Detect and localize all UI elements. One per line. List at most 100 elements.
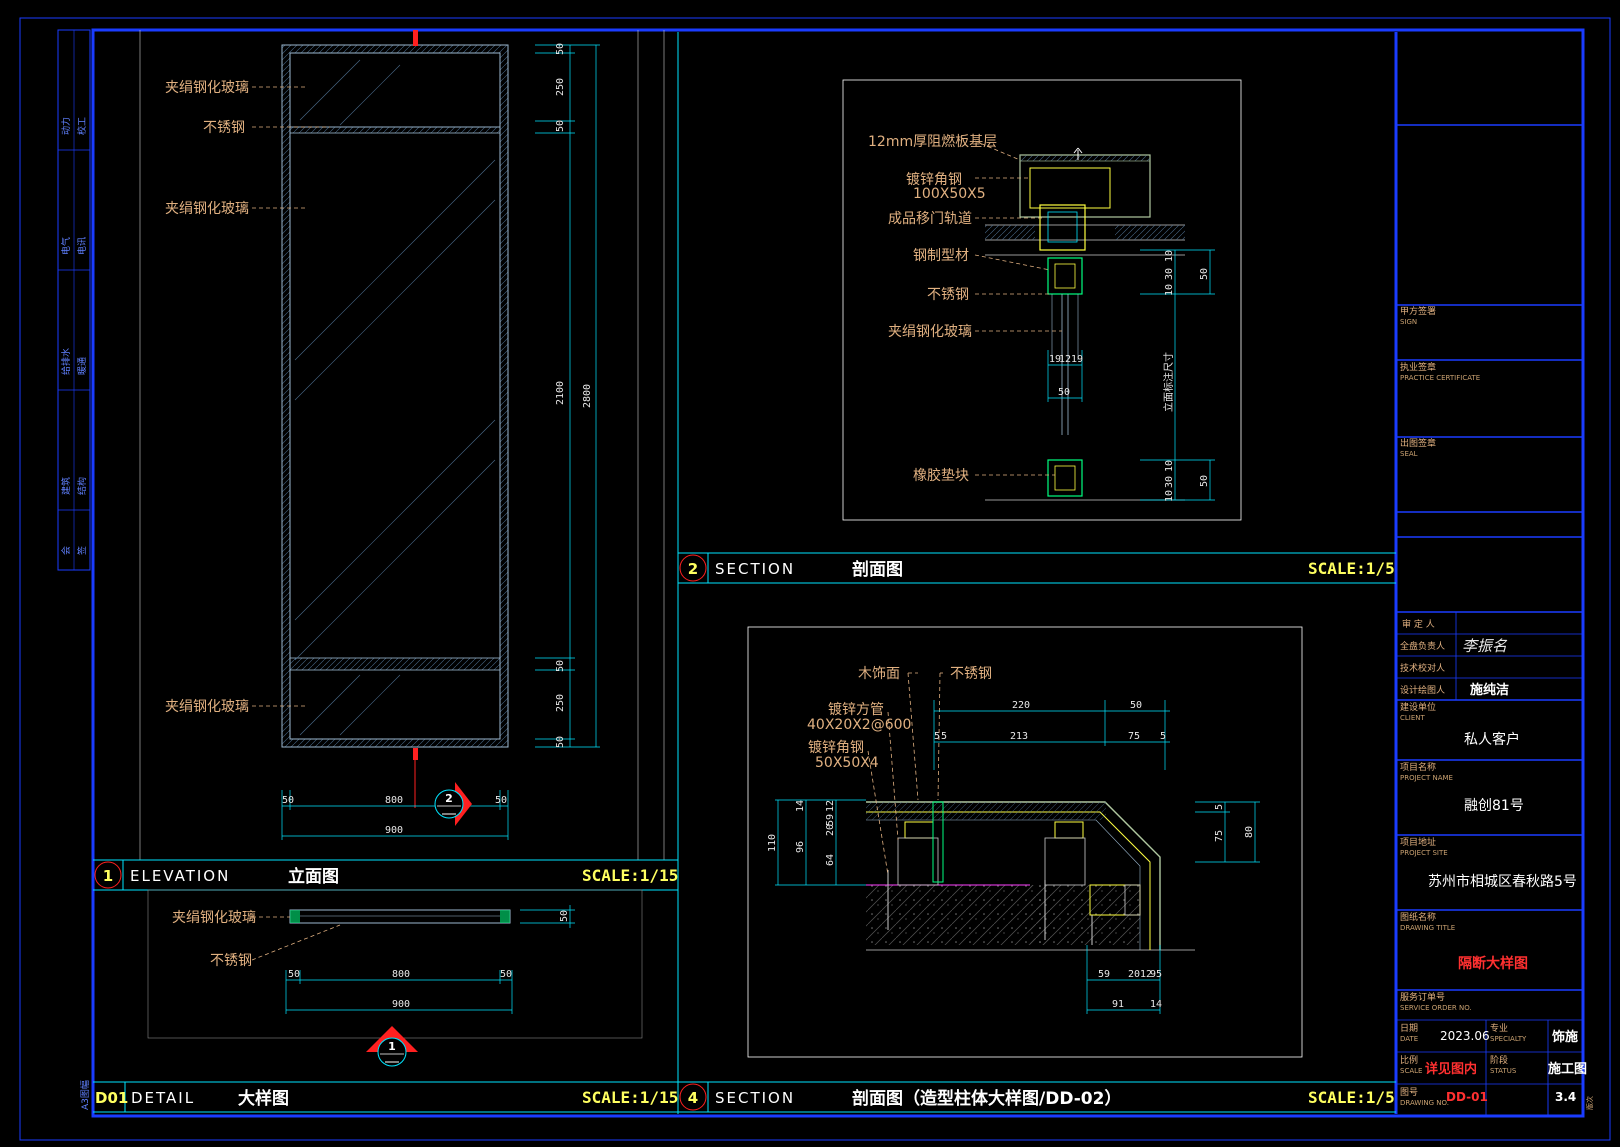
tb-scale-value: 详见图内 [1425,1061,1477,1077]
section-top-label-angle: 镀锌角钢 [906,171,962,188]
tb-tech-label: 技术校对人 [1400,662,1445,674]
section-marker-2: 2 [434,782,472,826]
elevation-label-steel: 不锈钢 [203,120,245,136]
section-bottom-dim-top-213: 213 [1010,731,1028,742]
section-marker-1: 1 [366,1026,418,1067]
section-top-dim-br1: 10 [1164,460,1175,472]
elevation-dim-right-7: 50 [555,736,566,748]
section-bottom-dim-bottom-5: 5 [1156,969,1162,980]
tb-scale-label: 比例 [1400,1054,1418,1066]
side-cell-b-3: 暖通 [76,357,88,375]
section-bottom-dim-bottom-59: 59 [1098,969,1110,980]
detail-label-steel: 不锈钢 [210,953,252,969]
section-top-tag: SECTION [715,560,795,578]
section-marker-1-label: 1 [388,1040,396,1053]
section-bottom-dim-right-5: 5 [1214,804,1225,810]
tb-project-en: PROJECT NAME [1400,774,1453,782]
section-bottom-dim-left-12: 12 [825,800,836,812]
side-cell-a-2: 电气 [60,237,72,255]
detail-dim-bottom-total: 900 [392,999,410,1010]
section-bottom-view: 木饰面 不锈钢 镀锌方管 40X20X2@600 镀锌角钢 50X50X4 22… [747,626,1303,1058]
section-bottom-label-tube-size: 40X20X2@600 [807,717,911,733]
section-bottom-dim-left-5: 5 [825,820,836,826]
tb-site-value: 苏州市相城区春秋路5号 [1428,873,1577,890]
side-cell-b-5: 签 [76,546,88,555]
section-top-dim-w3: 19 [1071,354,1083,365]
section-top-dim-br3: 10 [1164,490,1175,502]
section-bottom-scale: SCALE:1/5 [1308,1088,1395,1107]
elevation-title-bar: 1 ELEVATION 立面图 SCALE:1/15 [93,859,678,891]
tb-approve-label: 审 定 人 [1402,618,1435,630]
section-top-title-bar: 2 SECTION 剖面图 SCALE:1/5 [678,552,1396,584]
elevation-dim-bottom-total: 900 [385,825,403,836]
elevation-dim-right-3: 50 [555,120,566,132]
section-top-dim-br2: 30 [1164,476,1175,488]
section-top-label-glass: 夹绢钢化玻璃 [888,323,972,340]
tb-sign-label: 甲方签署 [1400,305,1436,317]
elevation-dim-right-1: 50 [555,43,566,55]
section-top-label-steel: 不锈钢 [927,287,969,303]
side-cell-a-5: 会 [60,546,72,555]
section-top-dim-brtotal: 50 [1199,475,1210,487]
side-cell-b-2: 电讯 [76,237,88,255]
tb-designer-label: 设计绘图人 [1400,684,1445,696]
elevation-dim-bottom-3: 50 [495,795,507,806]
detail-view: 夹绢钢化玻璃 不锈钢 50 50 800 50 900 1 [147,889,643,1067]
detail-label-glass: 夹绢钢化玻璃 [172,909,256,926]
sheet-frame [19,17,1611,1141]
side-cell-b-4: 结构 [76,477,88,495]
elevation-tag: ELEVATION [130,867,230,885]
section-bottom-label-angle: 镀锌角钢 [808,739,864,756]
tb-site-label: 项目地址 [1400,836,1436,848]
tb-specialty-label: 专业 [1490,1022,1508,1034]
side-cell-b-1: 校工 [76,117,88,135]
side-cell-a-4: 建筑 [60,477,72,495]
section-bottom-label-tube: 镀锌方管 [828,701,884,718]
section-bottom-dim-left-14: 14 [795,800,806,812]
section-bottom-dim-top-c: 5 [1160,731,1166,742]
detail-dim-bottom-3: 50 [500,969,512,980]
tb-date-label: 日期 [1400,1023,1418,1034]
section-bottom-dim-left-20: 20 [825,824,836,836]
section-bottom-dim-top-a: 5 [934,731,940,742]
elevation-dim-right-5: 50 [555,660,566,672]
elevation-dim-right-4: 2100 [555,381,566,405]
tb-sign-en: SIGN [1400,318,1417,326]
section-bottom-dim-bottom-20: 20 [1128,969,1140,980]
tb-cert-label: 执业签章 [1400,361,1436,373]
tb-specialty-en: SPECIALTY [1490,1035,1527,1043]
tb-project-label: 项目名称 [1400,761,1436,773]
section-top-dim-wtotal: 50 [1058,387,1070,398]
section-top-dim-r3: 10 [1164,284,1175,296]
section-bottom-label-angle-size: 50X50X4 [815,755,879,771]
section-bottom-tag: SECTION [715,1089,795,1107]
tb-order-label: 服务订单号 [1400,991,1445,1003]
section-top-label-board: 12mm厚阻燃板基层 [868,133,997,150]
section-top-label-track: 成品移门轨道 [888,211,972,227]
detail-dim-right: 50 [559,910,570,922]
detail-title-bar: D01 DETAIL 大样图 SCALE:1/15 [93,1081,678,1113]
elevation-label-glass-bottom: 夹绢钢化玻璃 [165,698,249,715]
tb-drawing-label: 图纸名称 [1400,911,1436,923]
tb-date-en: DATE [1400,1035,1418,1043]
section-bottom-title: 剖面图（造型柱体大样图/DD-02） [852,1088,1121,1109]
tb-leader-label: 全盘负责人 [1400,640,1445,652]
tb-seal-en: SEAL [1400,450,1418,458]
section-top-title: 剖面图 [852,559,903,580]
section-top-dim-r1: 10 [1164,250,1175,262]
tb-client-value: 私人客户 [1464,731,1520,748]
section-bottom-dim-right-total: 80 [1244,826,1255,838]
tb-drawing-en: DRAWING TITLE [1400,924,1455,932]
section-marker-2-label: 2 [445,792,453,805]
elevation-view: 夹绢钢化玻璃 不锈钢 夹绢钢化玻璃 夹绢钢化玻璃 50 250 50 2100 … [165,30,600,840]
tb-site-en: PROJECT SITE [1400,849,1448,857]
section-top-dim-r2: 30 [1164,268,1175,280]
elevation-dim-bottom-2: 800 [385,795,403,806]
section-bottom-dim-bottom-91: 91 [1112,999,1124,1010]
section-bottom-dim-left-9: 9 [825,814,836,820]
tb-drawing-value: 隔断大样图 [1458,955,1528,972]
section-bottom-title-bar: 4 SECTION 剖面图（造型柱体大样图/DD-02） SCALE:1/5 [678,1081,1396,1113]
section-bottom-dim-left-96: 96 [795,841,806,853]
elevation-label-glass-mid: 夹绢钢化玻璃 [165,200,249,217]
